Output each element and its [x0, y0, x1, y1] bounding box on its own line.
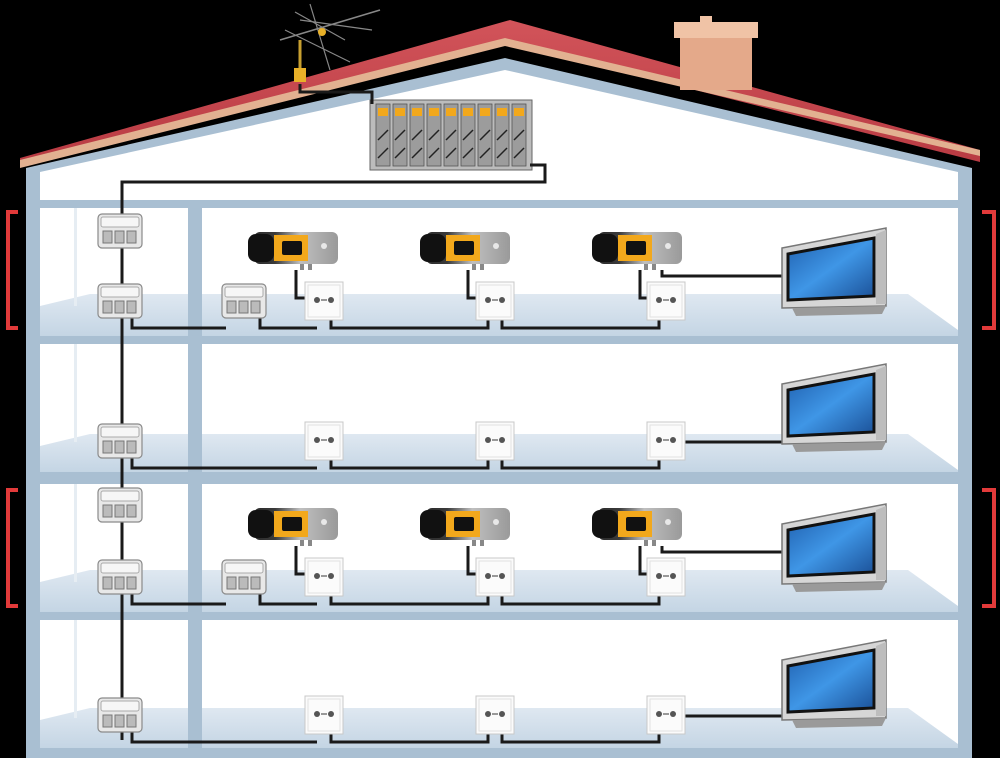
- riser-shaft: [188, 208, 202, 758]
- distribution-tap-icon: [97, 559, 143, 595]
- wall-outlet-icon: [304, 695, 344, 735]
- wall-outlet-icon: [646, 557, 686, 597]
- chimney: [674, 16, 758, 90]
- distribution-tap-icon: [97, 423, 143, 459]
- group-brackets: [6, 210, 996, 608]
- wall-outlet-icon: [475, 695, 515, 735]
- wall-outlet-icon: [646, 695, 686, 735]
- distribution-tap-icon: [97, 487, 143, 523]
- antenna-icon: [279, 3, 381, 82]
- distribution-tap-icon: [221, 283, 267, 319]
- wall-outlet-icon: [304, 557, 344, 597]
- bracket-right-bottom: [982, 488, 996, 608]
- wall-outlet-icon: [475, 421, 515, 461]
- wall-outlet-icon: [646, 281, 686, 321]
- bracket-left-top: [6, 210, 18, 330]
- bracket-right-top: [982, 210, 996, 330]
- wall-outlet-icon: [304, 281, 344, 321]
- cable-network: [120, 84, 790, 744]
- distribution-tap-icon: [97, 697, 143, 733]
- wall-outlet-icon: [475, 557, 515, 597]
- distribution-tap-icon: [97, 283, 143, 319]
- headend-amplifier-rack: [369, 99, 533, 171]
- bracket-left-bottom: [6, 488, 18, 608]
- wall-outlet-icon: [475, 281, 515, 321]
- distribution-tap-icon: [221, 559, 267, 595]
- wall-outlet-icon: [304, 421, 344, 461]
- wall-outlet-icon: [646, 421, 686, 461]
- distribution-tap-icon: [97, 213, 143, 249]
